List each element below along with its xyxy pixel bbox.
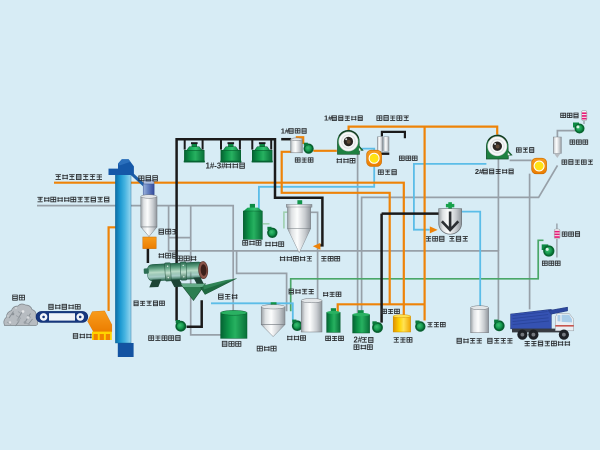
- svg-text:2#: 2#: [475, 167, 484, 176]
- svg-text:1#-3#: 1#-3#: [206, 161, 227, 170]
- svg-text:1#: 1#: [281, 126, 290, 135]
- svg-text:1#: 1#: [324, 114, 333, 123]
- svg-text:2#: 2#: [354, 335, 363, 344]
